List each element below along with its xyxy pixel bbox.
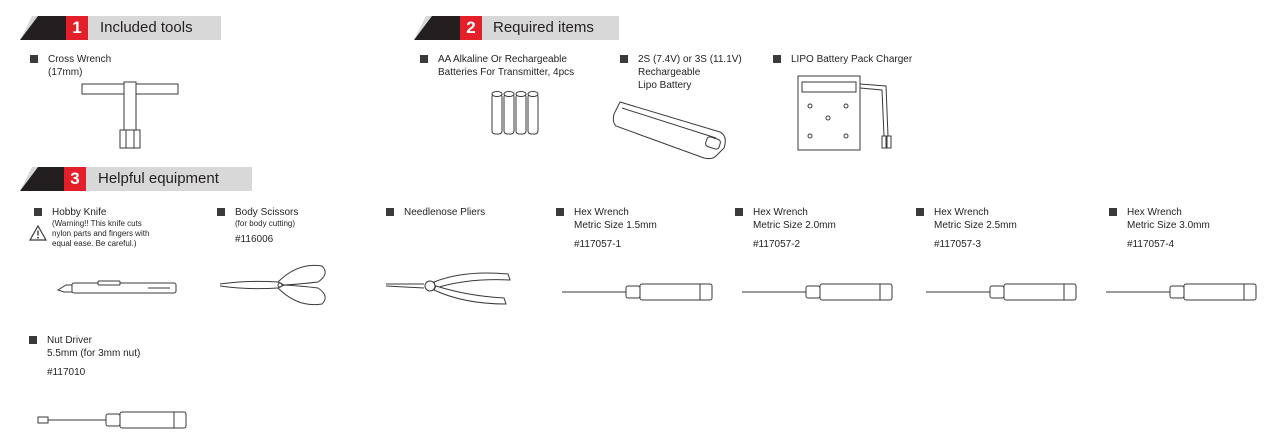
- warning-icon: [28, 224, 48, 241]
- section-header-helpful-equipment: 3 Helpful equipment: [20, 167, 252, 191]
- aa-batteries-illustration: [491, 91, 539, 135]
- item-name: Hex Wrench: [574, 207, 629, 218]
- bullet-icon: [916, 208, 924, 216]
- section-title: Included tools: [100, 19, 193, 36]
- item-name: Nut Driver: [47, 335, 93, 346]
- item-name: Hobby Knife: [52, 207, 107, 218]
- aa-batteries-label: AA Alkaline Or Rechargeable Batteries Fo…: [438, 53, 574, 79]
- item-name: Hex Wrench: [753, 207, 808, 218]
- bullet-icon: [735, 208, 743, 216]
- hex-wrench-20-illustration: [742, 283, 893, 301]
- item-name: Cross Wrench: [48, 54, 112, 65]
- hobby-knife-label: Hobby Knife (Warning!! This knife cuts n…: [52, 206, 149, 249]
- item-size: Metric Size 3.0mm: [1127, 220, 1210, 231]
- warning-line3: equal ease. Be careful.): [52, 239, 137, 248]
- section-title: Helpful equipment: [98, 170, 219, 187]
- item-line1: LIPO Battery Pack Charger: [791, 54, 913, 65]
- item-code: #117057-3: [934, 239, 982, 250]
- needlenose-pliers-illustration: [385, 272, 511, 305]
- item-name: Needlenose Pliers: [404, 207, 486, 218]
- hobby-knife-illustration: [56, 280, 177, 294]
- hex-wrench-20-label: Hex Wrench Metric Size 2.0mm #117057-2: [753, 206, 836, 251]
- hex-wrench-30-label: Hex Wrench Metric Size 3.0mm #117057-4: [1127, 206, 1210, 251]
- item-line1: AA Alkaline Or Rechargeable: [438, 54, 567, 65]
- charger-label: LIPO Battery Pack Charger: [791, 53, 912, 66]
- bullet-icon: [620, 55, 628, 63]
- bullet-icon: [386, 208, 394, 216]
- hex-wrench-15-illustration: [562, 283, 713, 301]
- charger-illustration: [797, 75, 892, 151]
- cross-wrench-illustration: [81, 81, 179, 149]
- bullet-icon: [1109, 208, 1117, 216]
- body-scissors-illustration: [219, 264, 326, 306]
- needlenose-pliers-label: Needlenose Pliers: [404, 206, 485, 219]
- nut-driver-illustration: [37, 411, 187, 429]
- bullet-icon: [29, 336, 37, 344]
- lipo-battery-illustration: [612, 101, 726, 160]
- item-name: Hex Wrench: [1127, 207, 1182, 218]
- item-code: #117057-4: [1127, 239, 1175, 250]
- item-size: 5.5mm (for 3mm nut): [47, 348, 141, 359]
- hex-wrench-25-label: Hex Wrench Metric Size 2.5mm #117057-3: [934, 206, 1017, 251]
- item-line1: 2S (7.4V) or 3S (11.1V): [638, 54, 742, 65]
- section-number: 2: [460, 16, 482, 40]
- lipo-battery-label: 2S (7.4V) or 3S (11.1V) Rechargeable Lip…: [638, 53, 742, 92]
- bullet-icon: [773, 55, 781, 63]
- item-code: #117010: [47, 367, 86, 378]
- cross-wrench-label: Cross Wrench (17mm): [48, 53, 111, 79]
- hex-wrench-25-illustration: [926, 283, 1077, 301]
- section-number: 1: [66, 16, 88, 40]
- item-line2: Batteries For Transmitter, 4pcs: [438, 67, 575, 78]
- nut-driver-label: Nut Driver 5.5mm (for 3mm nut) #117010: [47, 334, 140, 379]
- hex-wrench-30-illustration: [1106, 283, 1257, 301]
- warning-line2: nylon parts and fingers with: [52, 229, 150, 238]
- item-code: #116006: [235, 234, 274, 245]
- item-code: #117057-1: [574, 239, 622, 250]
- bullet-icon: [556, 208, 564, 216]
- bullet-icon: [420, 55, 428, 63]
- item-code: #117057-2: [753, 239, 801, 250]
- item-note: (for body cutting): [235, 219, 296, 228]
- body-scissors-label: Body Scissors (for body cutting) #116006: [235, 206, 298, 246]
- item-line3: Lipo Battery: [638, 80, 692, 91]
- bullet-icon: [217, 208, 225, 216]
- item-size: (17mm): [48, 67, 83, 78]
- item-name: Body Scissors: [235, 207, 299, 218]
- item-size: Metric Size 2.0mm: [753, 220, 836, 231]
- item-size: Metric Size 2.5mm: [934, 220, 1017, 231]
- item-line2: Rechargeable: [638, 67, 701, 78]
- item-size: Metric Size 1.5mm: [574, 220, 657, 231]
- section-number: 3: [64, 167, 86, 191]
- bullet-icon: [34, 208, 42, 216]
- section-header-required-items: 2 Required items: [414, 16, 619, 40]
- section-title: Required items: [493, 19, 594, 36]
- hex-wrench-15-label: Hex Wrench Metric Size 1.5mm #117057-1: [574, 206, 657, 251]
- bullet-icon: [30, 55, 38, 63]
- warning-line1: (Warning!! This knife cuts: [52, 219, 142, 228]
- section-header-included-tools: 1 Included tools: [20, 16, 221, 40]
- item-name: Hex Wrench: [934, 207, 989, 218]
